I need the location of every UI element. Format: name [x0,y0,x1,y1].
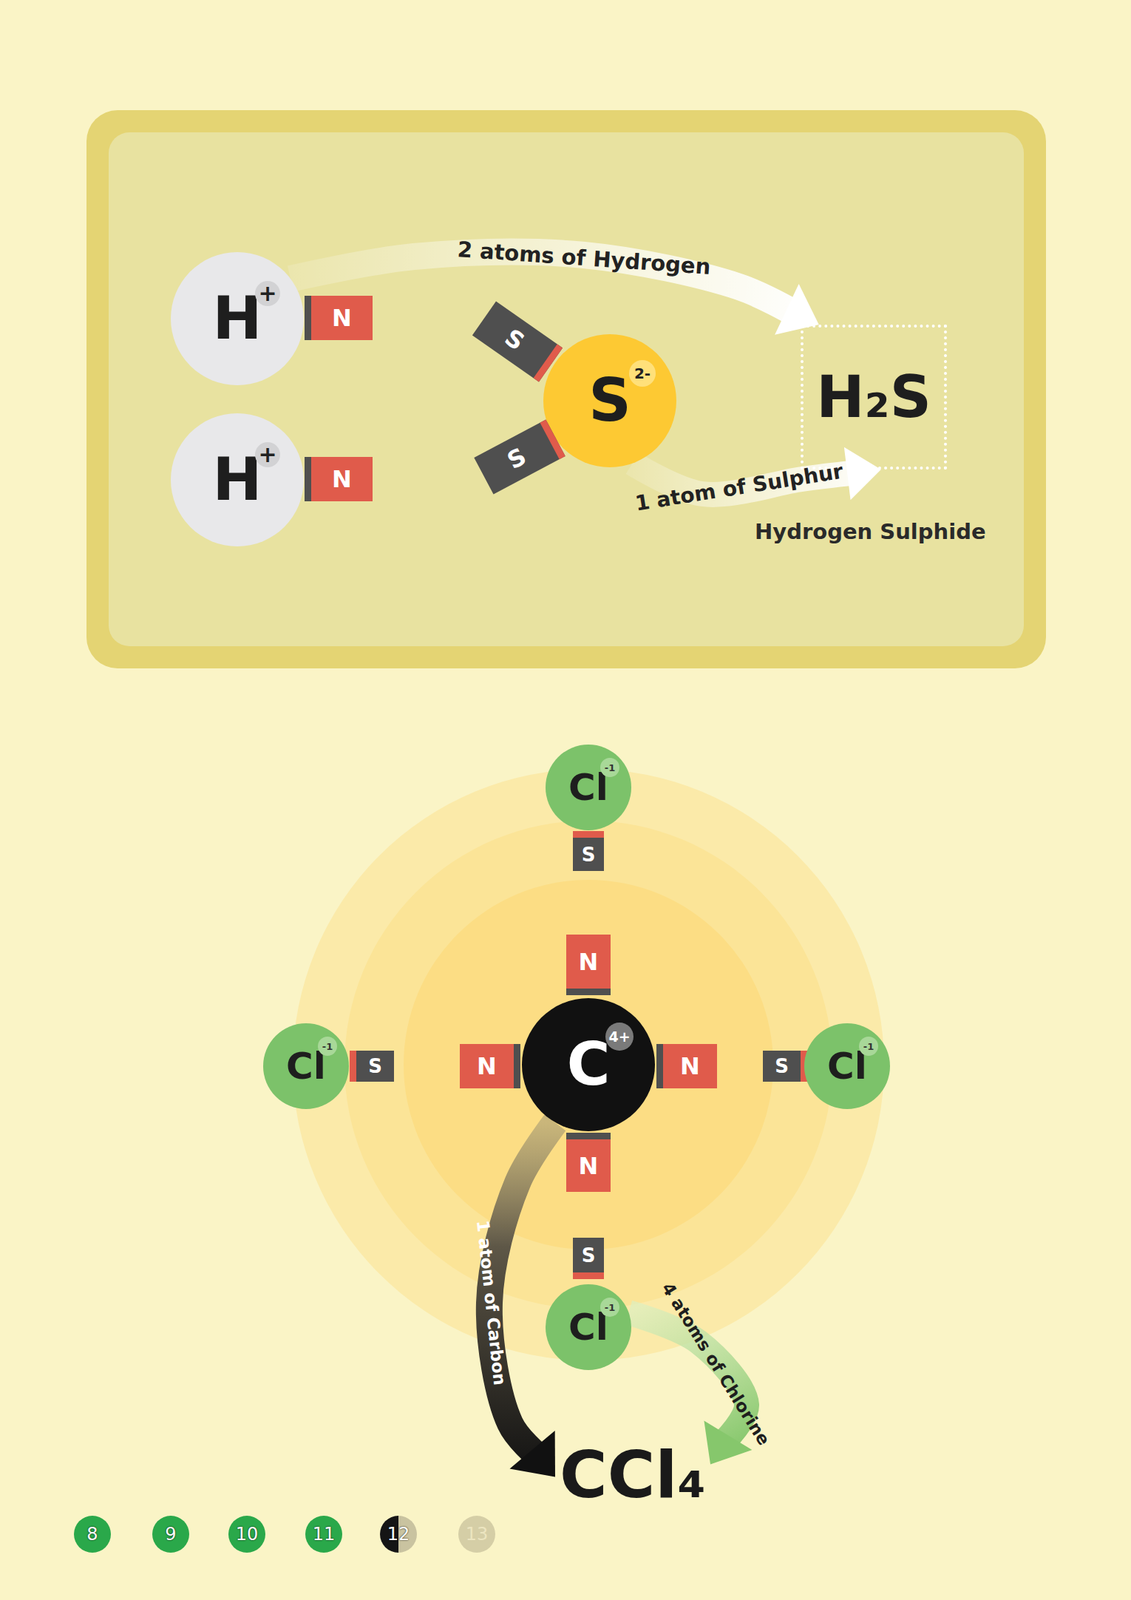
atom-circle: C4+ [521,997,655,1131]
charge-badge: -1 [858,1036,879,1056]
formula-box: H₂SHydrogen Sulphide [800,324,947,470]
magnet-pole: S [762,1050,808,1082]
element-symbol: Cl [827,1047,868,1085]
charge-badge: + [255,280,281,307]
element-symbol: Cl [568,1308,609,1346]
glow-ring [344,820,833,1309]
pole-letter: N [331,306,352,330]
atom-circle: H+ [170,413,304,547]
magnet-pole: N [656,1043,718,1089]
atom-circle: Cl-1 [545,744,632,831]
page-number: 11 [312,1525,336,1543]
magnet-pole: S [349,1050,395,1082]
pole-letter: S [501,325,529,355]
atom-circle: Cl-1 [263,1023,349,1109]
formula: H₂S [816,368,932,426]
element-symbol: C [566,1034,611,1095]
arrow-band [489,1122,556,1455]
charge-badge: + [255,442,281,468]
pole-letter: S [503,444,530,474]
magnet-pole: N [304,295,373,341]
magnet-pole: N [459,1043,521,1089]
element-symbol: H [212,450,263,510]
panel-border [86,110,1046,669]
element-symbol: Cl [286,1047,326,1085]
charge-badge: -1 [317,1036,338,1056]
compound-name: Hydrogen Sulphide [754,521,987,543]
page-number: 10 [235,1525,259,1543]
formula: CCl₄ [559,1442,706,1508]
page-dot: 11 [305,1515,343,1553]
pole-letter: S [581,1245,596,1265]
charge-badge: 2- [629,359,656,387]
charge-badge: -1 [600,1297,620,1317]
atom-circle: S2- [543,334,677,468]
element-symbol: H [212,289,263,349]
panel-ground [108,132,1024,647]
pole-letter: S [774,1056,789,1076]
pole-letter: N [680,1054,701,1078]
pole-letter: N [331,467,352,491]
page-number: 12 [387,1525,411,1543]
page-number: 9 [164,1525,176,1543]
page-number: 13 [465,1525,489,1543]
atom-circle: H+ [170,252,304,386]
arrow-head [844,447,882,500]
magnet-pole: S [572,1237,604,1279]
magnet-pole: S [572,830,604,871]
arrow-head [509,1430,556,1477]
page-dot: 8 [73,1515,111,1553]
magnet-pole: N [566,1132,611,1192]
arrow-label: 1 atom of Carbon [473,1218,510,1387]
arrow-label: 1 atom of Sulphur [633,460,845,516]
arrow-label: 2 atoms of Hydrogen [456,238,712,280]
pole-letter: N [578,949,599,974]
page-dot: 10 [228,1515,266,1553]
magnet-pole: N [304,456,373,502]
charge-badge: -1 [600,757,620,777]
element-symbol: Cl [568,768,609,806]
magnet-pole: S [472,301,563,383]
arrow-label: 4 atoms of Chlorine [657,1279,774,1449]
element-symbol: S [588,371,632,431]
pole-letter: S [368,1056,383,1076]
page-number: 8 [86,1525,98,1543]
pole-letter: N [578,1153,599,1178]
glow-ring [403,879,774,1250]
magnet-pole: N [566,934,611,995]
pole-letter: S [581,844,596,865]
page-dot: 9 [152,1515,190,1553]
glow-ring [292,768,885,1361]
pole-letter: N [476,1054,497,1078]
atom-circle: Cl-1 [545,1284,632,1370]
atom-circle: Cl-1 [804,1023,891,1109]
magnet-pole: S [473,419,565,494]
formula-text: CCl₄ [555,1439,711,1511]
page-dot: 13 [458,1515,496,1553]
page-dot: 12 [379,1515,417,1553]
charge-badge: 4+ [605,1022,634,1051]
